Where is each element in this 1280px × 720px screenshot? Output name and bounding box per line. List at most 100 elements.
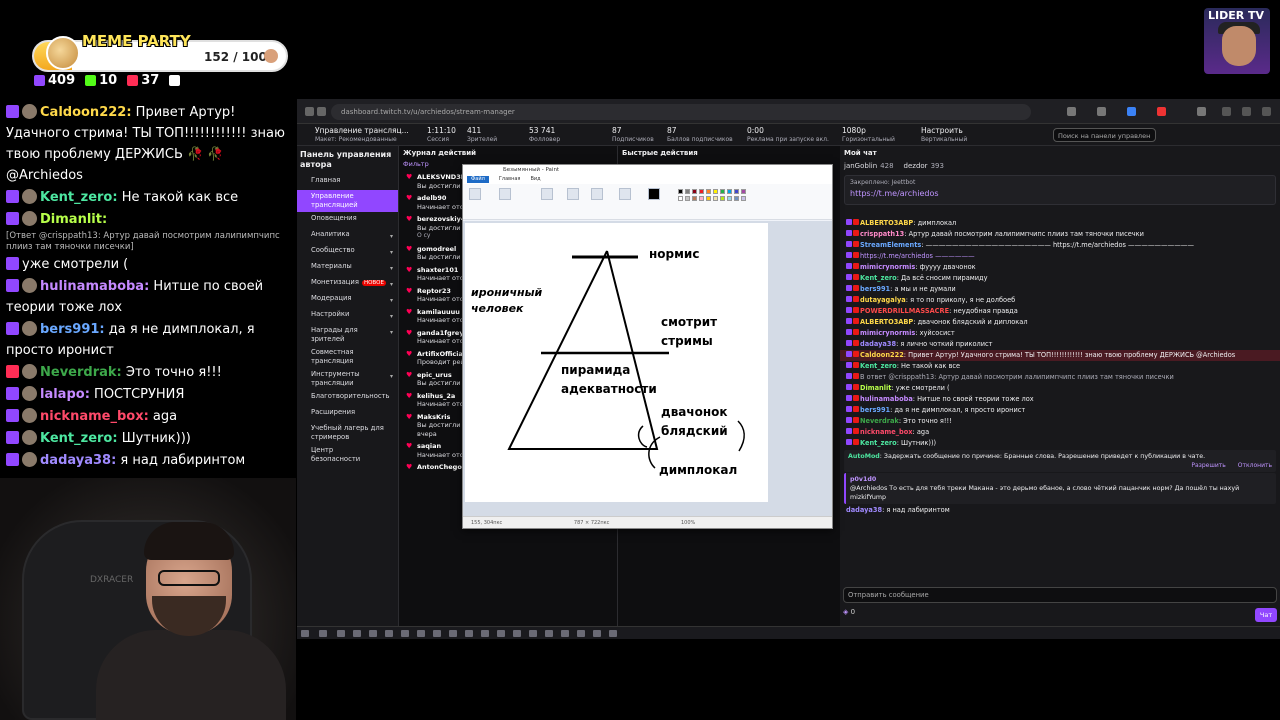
extension-icon[interactable]	[1127, 107, 1136, 116]
color-swatch[interactable]	[727, 196, 732, 201]
color-swatch[interactable]	[741, 189, 746, 194]
taskbar-app-icon[interactable]	[593, 630, 601, 637]
taskbar-app-icon[interactable]	[401, 630, 409, 637]
chat-username[interactable]: ALBERTO3ABP	[860, 219, 914, 227]
paint-tool-icon[interactable]	[541, 188, 553, 200]
chat-username[interactable]: Kent_zero	[860, 439, 897, 447]
taskbar-app-icon[interactable]	[561, 630, 569, 637]
sidebar-item[interactable]: Материалы▾	[297, 260, 398, 276]
chat-input[interactable]: Отправить сообщение	[843, 587, 1277, 603]
chat-username[interactable]: crisppath13	[860, 230, 905, 238]
color-swatch[interactable]	[685, 189, 690, 194]
sidebar-item[interactable]: Благотворительность	[297, 390, 398, 406]
chat-username[interactable]: Dimanlit	[860, 384, 892, 392]
taskbar-app-icon[interactable]	[319, 630, 327, 637]
taskbar-app-icon[interactable]	[577, 630, 585, 637]
chat-username[interactable]: Caldoon222	[860, 351, 904, 359]
close-icon[interactable]	[1262, 107, 1271, 116]
extension-icon[interactable]	[1097, 107, 1106, 116]
chat-username[interactable]: hulinamaboba	[860, 395, 913, 403]
activity-user[interactable]: adelb90	[417, 194, 447, 202]
paint-tool-icon[interactable]	[499, 188, 511, 200]
maximize-icon[interactable]	[1242, 107, 1251, 116]
paint-tab[interactable]: Главная	[498, 176, 521, 182]
sidebar-item[interactable]: Аналитика▾	[297, 228, 398, 244]
back-icon[interactable]	[305, 107, 314, 116]
activity-filter[interactable]: Фильтр	[403, 160, 429, 168]
chat-username[interactable]: mimicrynormis	[860, 329, 916, 337]
activity-user[interactable]: ArtifixOfficial	[417, 349, 466, 358]
taskbar-app-icon[interactable]	[417, 630, 425, 637]
activity-user[interactable]: berezovskiy4	[417, 215, 466, 223]
activity-user[interactable]: Reptor23	[417, 286, 451, 295]
activity-user[interactable]: gomodreel	[417, 244, 457, 253]
paint-tab[interactable]: Файл	[467, 176, 489, 183]
color-swatch[interactable]	[741, 196, 746, 201]
reload-icon[interactable]	[317, 107, 326, 116]
color-swatch[interactable]	[699, 196, 704, 201]
allow-button[interactable]: Разрешить	[1191, 462, 1226, 469]
paint-tool-icon[interactable]	[591, 188, 603, 200]
paint-tool-icon[interactable]	[469, 188, 481, 200]
taskbar-app-icon[interactable]	[609, 630, 617, 637]
activity-user[interactable]: shaxter101	[417, 265, 459, 274]
dashboard-search-input[interactable]: Поиск на панели управлен	[1053, 128, 1156, 142]
paint-tool-icon[interactable]	[567, 188, 579, 200]
current-color-icon[interactable]	[648, 188, 660, 200]
deny-button[interactable]: Отклонить	[1237, 462, 1272, 469]
chat-username[interactable]: bers991	[860, 406, 891, 414]
taskbar-app-icon[interactable]	[449, 630, 457, 637]
sidebar-item[interactable]: Инструменты трансляции▾	[297, 368, 398, 390]
sidebar-item[interactable]: Расширения	[297, 406, 398, 422]
paint-canvas[interactable]: нормис ироничный человек смотрит стримы …	[465, 223, 768, 502]
sidebar-item[interactable]: Оповещения	[297, 212, 398, 228]
channel-points-icon[interactable]: ◈	[843, 608, 851, 616]
chat-username[interactable]: mimicrynormis	[860, 263, 916, 271]
pinned-link[interactable]: https://t.me/archiedos	[850, 189, 939, 198]
minimize-icon[interactable]	[1222, 107, 1231, 116]
taskbar-app-icon[interactable]	[433, 630, 441, 637]
activity-user[interactable]: epic_urus	[417, 370, 452, 379]
color-swatch[interactable]	[734, 196, 739, 201]
address-bar[interactable]: dashboard.twitch.tv/u/archiedos/stream-m…	[331, 104, 1031, 120]
taskbar-app-icon[interactable]	[481, 630, 489, 637]
activity-user[interactable]: saqian	[417, 442, 442, 450]
sidebar-item[interactable]: Учебный лагерь для стримеров	[297, 422, 398, 444]
color-swatch[interactable]	[692, 189, 697, 194]
color-swatch[interactable]	[713, 189, 718, 194]
chat-username[interactable]: ALBERTO3ABP	[860, 318, 914, 326]
chat-send-button[interactable]: Чат	[1255, 608, 1277, 622]
sidebar-item[interactable]: Сообщество▾	[297, 244, 398, 260]
taskbar-app-icon[interactable]	[353, 630, 361, 637]
taskbar-app-icon[interactable]	[497, 630, 505, 637]
taskbar-app-icon[interactable]	[465, 630, 473, 637]
topbar-stat[interactable]: Управление трансляц...Макет: Рекомендова…	[315, 126, 409, 144]
chat-username[interactable]: dadaya38	[860, 340, 897, 348]
chat-username[interactable]: Neverdrak	[860, 417, 899, 425]
color-swatch[interactable]	[706, 196, 711, 201]
color-swatch[interactable]	[706, 189, 711, 194]
profile-icon[interactable]	[1197, 107, 1206, 116]
color-swatch[interactable]	[699, 189, 704, 194]
color-swatch[interactable]	[720, 189, 725, 194]
pinned-message[interactable]: Закреплено: Jeettbot https://t.me/archie…	[844, 175, 1276, 205]
sidebar-item[interactable]: Настройки▾	[297, 308, 398, 324]
activity-user[interactable]: AntonChegoor	[417, 463, 470, 471]
sidebar-item[interactable]: Совместная трансляция	[297, 346, 398, 368]
taskbar-app-icon[interactable]	[337, 630, 345, 637]
extension-icon[interactable]	[1067, 107, 1076, 116]
chat-username[interactable]: POWERDRILLMASSACRE	[860, 307, 950, 315]
taskbar-app-icon[interactable]	[545, 630, 553, 637]
chat-username[interactable]: dadaya38	[846, 506, 883, 514]
color-swatch[interactable]	[692, 196, 697, 201]
color-swatch[interactable]	[734, 189, 739, 194]
activity-user[interactable]: kelihus_2a	[417, 391, 456, 400]
color-swatch[interactable]	[678, 189, 683, 194]
sidebar-item[interactable]: Награды для зрителей▾	[297, 324, 398, 346]
extension-icon[interactable]	[1157, 107, 1166, 116]
paint-tab[interactable]: Вид	[530, 176, 541, 182]
sidebar-item[interactable]: Управление трансляцией	[297, 190, 398, 212]
color-swatch[interactable]	[713, 196, 718, 201]
